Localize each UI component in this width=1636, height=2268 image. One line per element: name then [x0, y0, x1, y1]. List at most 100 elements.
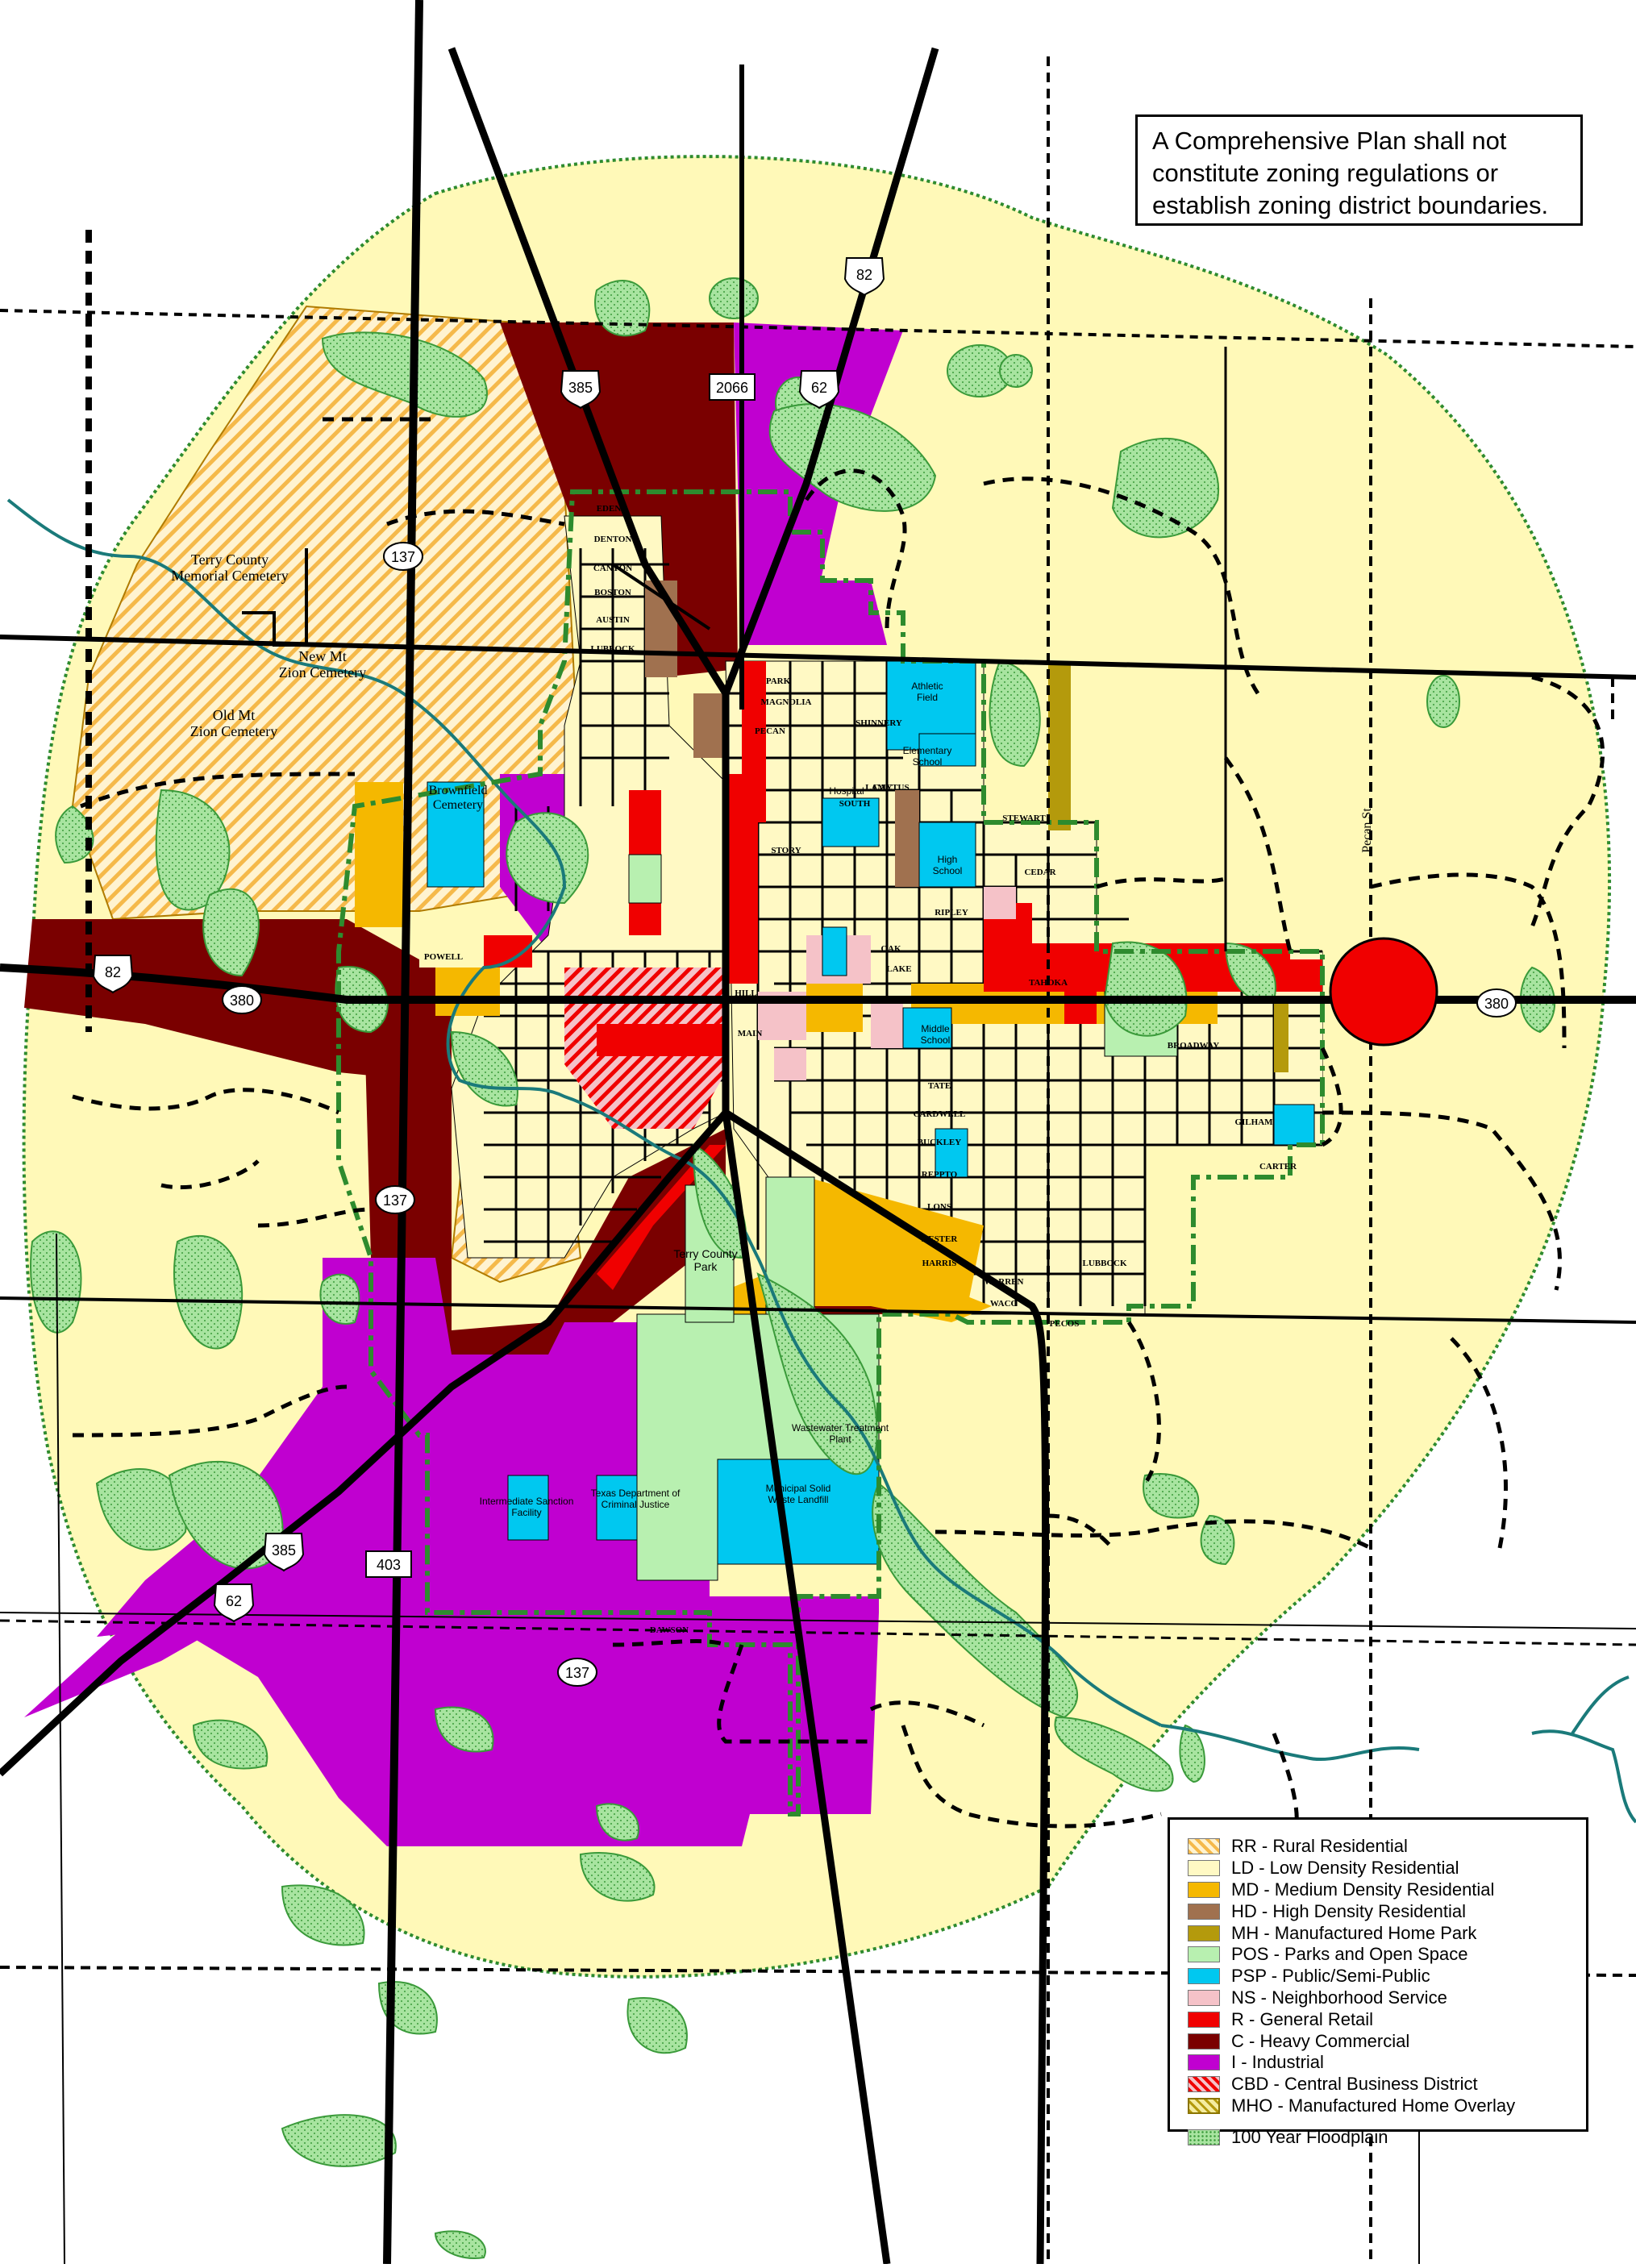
city-limits: [336, 489, 1325, 1816]
street-label: CARDWELL: [914, 1109, 966, 1119]
place-label: Middle: [921, 1023, 950, 1034]
street-label: HARRIS: [922, 1259, 957, 1268]
legend-item: HD - High Density Residential: [1188, 1900, 1568, 1922]
street-label: RIPLEY: [935, 908, 968, 918]
legend-item: MHO - Manufactured Home Overlay: [1188, 2095, 1568, 2117]
route-shield: [843, 257, 885, 297]
street-label: LONS: [927, 1202, 951, 1212]
industrial-area: [24, 1516, 282, 1717]
legend-swatch: [1188, 1925, 1220, 1941]
street-label: GILHAM: [1234, 1117, 1273, 1127]
manufactured-home-park: [1048, 661, 1071, 830]
legend-item: LD - Low Density Residential: [1188, 1858, 1568, 1879]
street-label: EDEN: [597, 504, 622, 514]
legend-label: POS - Parks and Open Space: [1231, 1944, 1468, 1965]
place-label: Pecan St: [1360, 808, 1374, 853]
street-label: WARREN: [985, 1277, 1024, 1287]
legend-label: RR - Rural Residential: [1231, 1836, 1408, 1857]
commercial-node: [1329, 937, 1438, 1047]
street-label: STORY: [771, 846, 801, 855]
route-shield-number: 385: [272, 1542, 296, 1558]
legend-item: I - Industrial: [1188, 2052, 1568, 2074]
place-label: Municipal Solid: [766, 1483, 831, 1494]
street-label: BOSTON: [594, 588, 631, 597]
legend-item: RR - Rural Residential: [1188, 1836, 1568, 1858]
place-label: Cemetery: [433, 798, 483, 812]
street-label: REPPTO: [922, 1170, 958, 1180]
street-label: WACO: [990, 1299, 1018, 1309]
legend-label: 100 Year Floodplain: [1231, 2126, 1388, 2147]
legend-swatch: [1188, 1903, 1220, 1920]
route-shield: [383, 542, 423, 571]
route-shield-number: 2066: [716, 380, 748, 396]
place-label: High: [938, 854, 958, 865]
industrial-area: [806, 581, 887, 645]
route-shield-number: 82: [856, 267, 872, 283]
legend-label: MD - Medium Density Residential: [1231, 1879, 1495, 1900]
place-label: Field: [917, 692, 938, 703]
street-label: POWELL: [424, 952, 463, 962]
place-label: Brownfield: [429, 784, 488, 797]
place-label: Waste Landfill: [768, 1494, 829, 1505]
place-label: School: [913, 756, 943, 768]
street-label: CACTUS: [872, 783, 909, 793]
route-shield-number: 137: [391, 549, 415, 565]
street-label: LUBBOCK: [1082, 1259, 1126, 1268]
place-label: Memorial Cemetery: [171, 568, 288, 584]
disclaimer-line: establish zoning district boundaries.: [1152, 191, 1549, 219]
street-label: MAGNOLIA: [761, 697, 812, 707]
disclaimer-line: constitute zoning regulations or: [1152, 159, 1499, 187]
street-label: BROADWAY: [1168, 1041, 1219, 1051]
manufactured-home-park: [1274, 1000, 1288, 1072]
route-shield: [709, 373, 756, 401]
legend-swatch: [1188, 2011, 1220, 2028]
place-label: Old Mt: [213, 707, 256, 723]
place-label: Terry County: [191, 551, 269, 568]
street-label: TAHOKA: [1029, 978, 1068, 988]
legend-label: LD - Low Density Residential: [1231, 1858, 1459, 1879]
legend-swatch: [1188, 2097, 1220, 2114]
legend-item: 100 Year Floodplain: [1188, 2126, 1568, 2148]
street-label: DAWSON: [650, 1625, 689, 1635]
route-shield: [798, 370, 840, 410]
legend-swatch: [1188, 1989, 1220, 2006]
street-label: CANYON: [593, 564, 632, 573]
legend-label: NS - Neighborhood Service: [1231, 1987, 1447, 2008]
street-label: MAIN: [738, 1029, 763, 1038]
legend-item: PSP - Public/Semi-Public: [1188, 1966, 1568, 1987]
street-label: BUCKLEY: [918, 1138, 961, 1147]
place-label: Plant: [829, 1434, 851, 1445]
route-shield-number: 385: [568, 380, 593, 396]
legend-swatch: [1188, 2129, 1220, 2145]
route-shield: [560, 370, 602, 410]
street-label: TATE: [928, 1081, 951, 1091]
route-shield-number: 380: [230, 993, 254, 1009]
street-label: CEDAR: [1024, 868, 1056, 877]
legend-label: HD - High Density Residential: [1231, 1900, 1466, 1921]
legend-label: I - Industrial: [1231, 2052, 1324, 2073]
legend-item: MH - Manufactured Home Park: [1188, 1922, 1568, 1944]
route-shield: [557, 1658, 597, 1687]
legend-item: CBD - Central Business District: [1188, 2074, 1568, 2095]
street-label: CARTER: [1259, 1162, 1297, 1171]
legend-label: R - General Retail: [1231, 2008, 1374, 2029]
creeks: [6, 498, 1636, 1824]
route-shield: [375, 1185, 415, 1214]
public-semipublic-areas: [427, 660, 1315, 1565]
central-business-district: [597, 1024, 726, 1056]
place-label: Facility: [511, 1507, 541, 1518]
street-label: PARK: [766, 676, 791, 686]
place-label: School: [921, 1034, 951, 1046]
route-shield: [92, 955, 134, 994]
place-label: Zion Cemetery: [190, 723, 277, 739]
route-shield-number: 380: [1484, 996, 1509, 1012]
legend-item: R - General Retail: [1188, 2008, 1568, 2030]
place-label: Terry County: [673, 1247, 737, 1260]
place-label: Elementary: [903, 745, 952, 756]
street-label: HILL: [735, 988, 757, 998]
place-label: Zion Cemetery: [279, 664, 366, 680]
route-shield: [263, 1533, 305, 1572]
place-label: Park: [694, 1260, 718, 1273]
